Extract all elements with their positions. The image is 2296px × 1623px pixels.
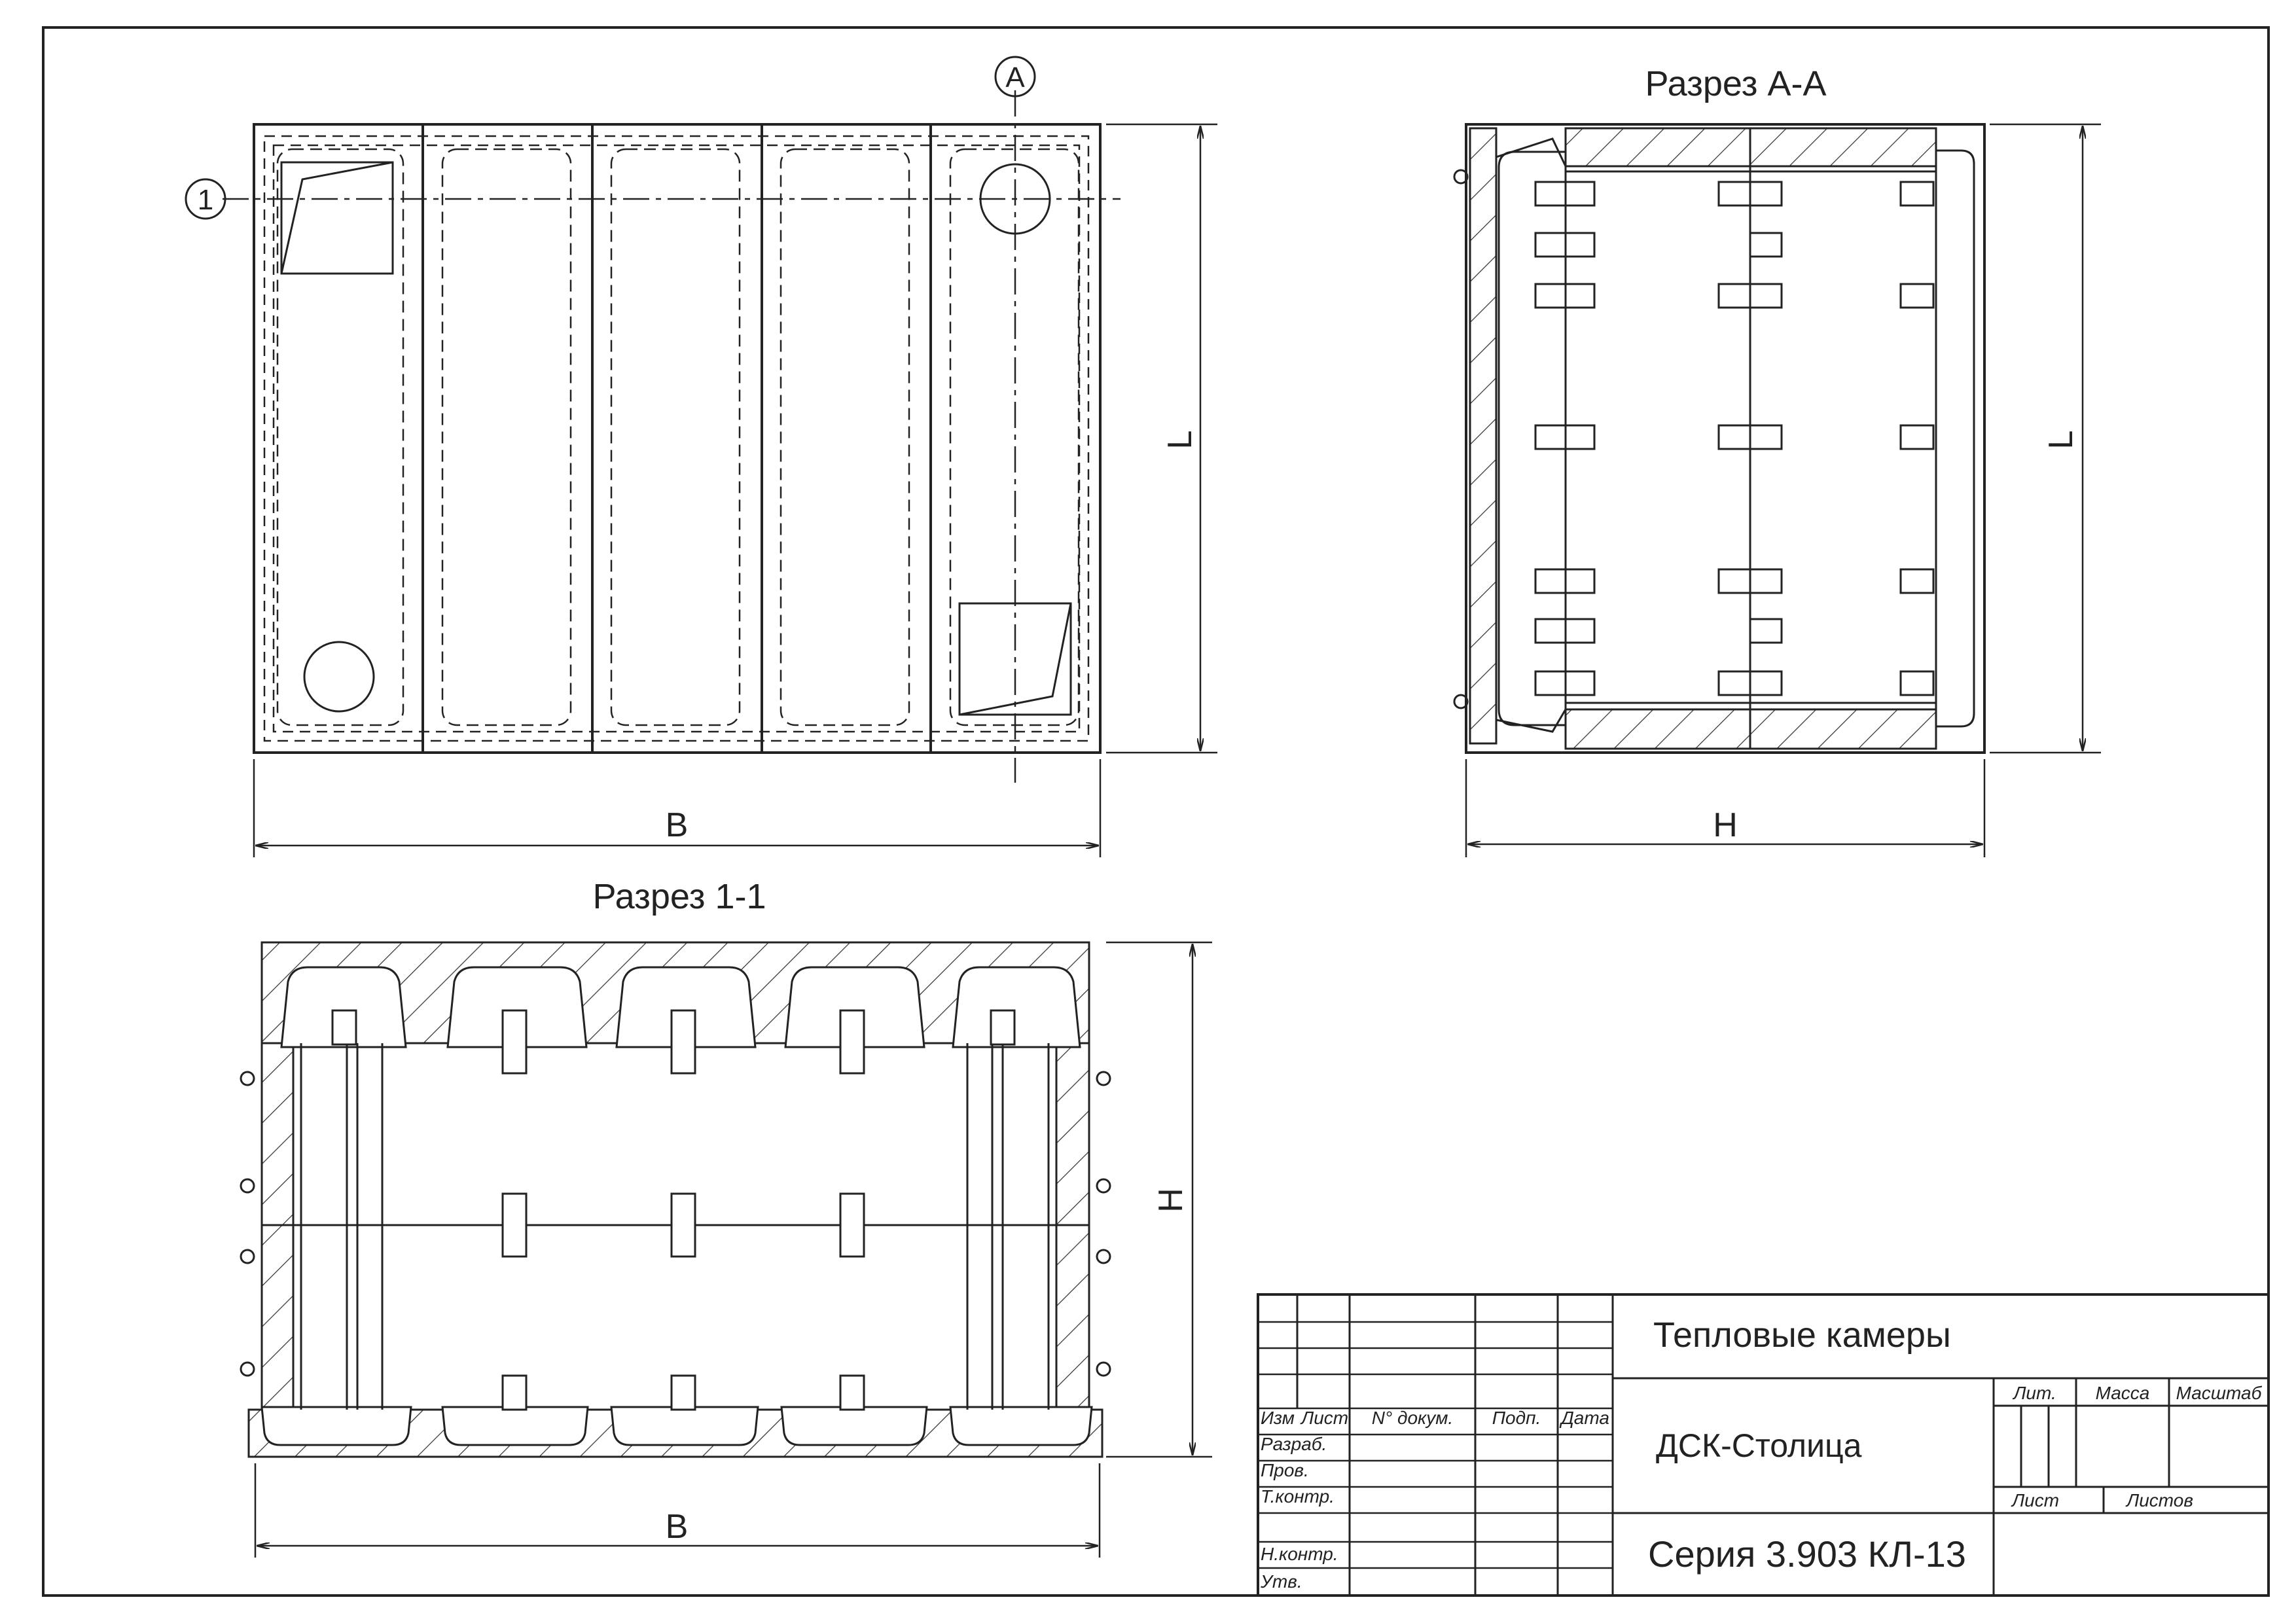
section-aa-title: Разрез А-А xyxy=(1645,64,1826,103)
tb-header-sign: Подп. xyxy=(1492,1408,1541,1428)
section-11-title: Разрез 1-1 xyxy=(592,877,766,916)
tb-series: Серия 3.903 КЛ-13 xyxy=(1648,1533,1966,1575)
tb-header-doc: N° докум. xyxy=(1372,1408,1453,1428)
plan-outline xyxy=(253,123,1102,754)
tb-header-date: Дата xyxy=(1559,1408,1609,1428)
tb-sheet: Лист xyxy=(2011,1490,2059,1510)
tb-header-list: Лист xyxy=(1300,1408,1348,1428)
section-11-dim-b: B xyxy=(666,1508,689,1546)
tb-role-razrab: Разраб. xyxy=(1261,1434,1327,1454)
tb-role-tkontr: Т.контр. xyxy=(1261,1486,1335,1507)
section-aa-dim-h: H xyxy=(1713,806,1738,844)
tb-product-name: Тепловые камеры xyxy=(1653,1315,1951,1355)
section-aa-dimensions xyxy=(1465,123,2101,857)
tb-sheets: Листов xyxy=(2125,1490,2193,1510)
section-11-left-wall xyxy=(260,1042,295,1411)
tb-scale: Масштаб xyxy=(2176,1383,2263,1403)
section-marker-1 xyxy=(185,178,226,220)
plan-dimensions xyxy=(253,123,1217,857)
section-aa-dim-l: L xyxy=(2042,431,2080,450)
section-marker-1-label: 1 xyxy=(198,184,213,216)
plan-view xyxy=(223,90,1121,783)
manhole-circle-left xyxy=(303,641,375,713)
tb-company: ДСК-Столица xyxy=(1656,1427,1862,1464)
title-block xyxy=(1257,1293,2270,1597)
tb-role-nkontr: Н.контр. xyxy=(1261,1544,1338,1564)
tb-header-izm: Изм xyxy=(1261,1408,1295,1428)
section-11-dim-h: H xyxy=(1152,1188,1190,1213)
section-aa-left-wall xyxy=(1469,127,1498,745)
section-11-dimensions xyxy=(254,941,1212,1558)
plan-inner-dashed xyxy=(263,135,1090,742)
tb-role-prov: Пров. xyxy=(1261,1460,1309,1480)
plan-dim-l: L xyxy=(1161,431,1199,450)
drawing-frame xyxy=(42,26,2270,1597)
tb-mass: Масса xyxy=(2096,1383,2150,1403)
section-marker-a-label: A xyxy=(1005,62,1025,94)
section-marker-a xyxy=(994,56,1036,98)
tb-role-utv: Утв. xyxy=(1260,1571,1302,1592)
section-11-right-wall xyxy=(1055,1042,1090,1411)
section-11 xyxy=(240,941,1111,1458)
section-aa xyxy=(1453,123,1986,754)
hatch-opening-left xyxy=(280,161,394,275)
plan-dim-b: B xyxy=(666,806,689,844)
tb-lit: Лит. xyxy=(2012,1383,2056,1403)
